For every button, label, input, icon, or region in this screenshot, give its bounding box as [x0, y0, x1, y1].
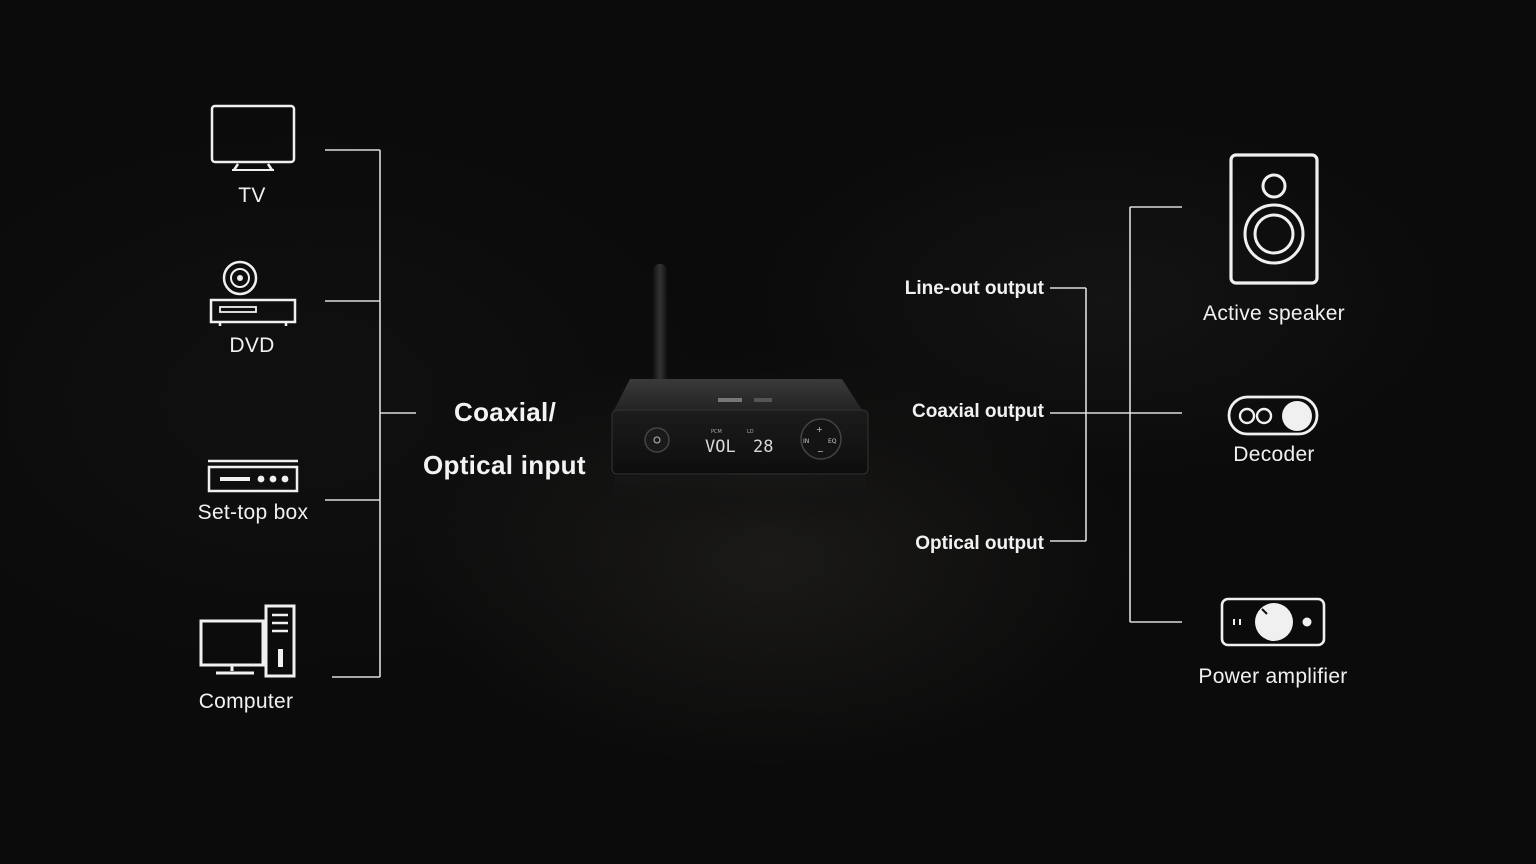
optical-output-label: Optical output: [915, 533, 1044, 554]
display-ld-indicator: LD: [747, 429, 754, 435]
coaxial-output-label: Coaxial output: [912, 401, 1044, 422]
input-group-line1: Coaxial/: [454, 397, 557, 427]
button-in-label: IN: [803, 438, 809, 445]
dvd-player-icon: [209, 260, 297, 326]
power-amplifier-label: Power amplifier: [1198, 665, 1348, 688]
svg-text:−: −: [817, 447, 824, 456]
display-volume-label: VOL: [705, 437, 736, 457]
active-speaker-label: Active speaker: [1203, 302, 1345, 325]
display-pcm-indicator: PCM: [711, 429, 722, 435]
decoder-icon: [1227, 395, 1319, 436]
svg-text:+: +: [816, 425, 823, 434]
active-speaker-icon: [1229, 153, 1319, 285]
line-out-output-label: Line-out output: [904, 278, 1044, 299]
power-amplifier-icon: [1220, 597, 1326, 647]
computer-label: Computer: [198, 690, 294, 713]
computer-icon: [199, 604, 296, 678]
dac-receiver-device: VOL 28 PCM LD + − IN EQ: [611, 264, 869, 524]
button-eq-label: EQ: [828, 438, 837, 445]
input-group-line2: Optical input: [423, 450, 586, 480]
set-top-box-label: Set-top box: [197, 501, 309, 524]
display-volume-value: 28: [753, 437, 773, 457]
decoder-label: Decoder: [1233, 443, 1315, 466]
tv-label: TV: [238, 184, 266, 207]
dvd-label: DVD: [229, 334, 275, 357]
tv-icon: [210, 104, 296, 171]
set-top-box-icon: [207, 459, 299, 493]
